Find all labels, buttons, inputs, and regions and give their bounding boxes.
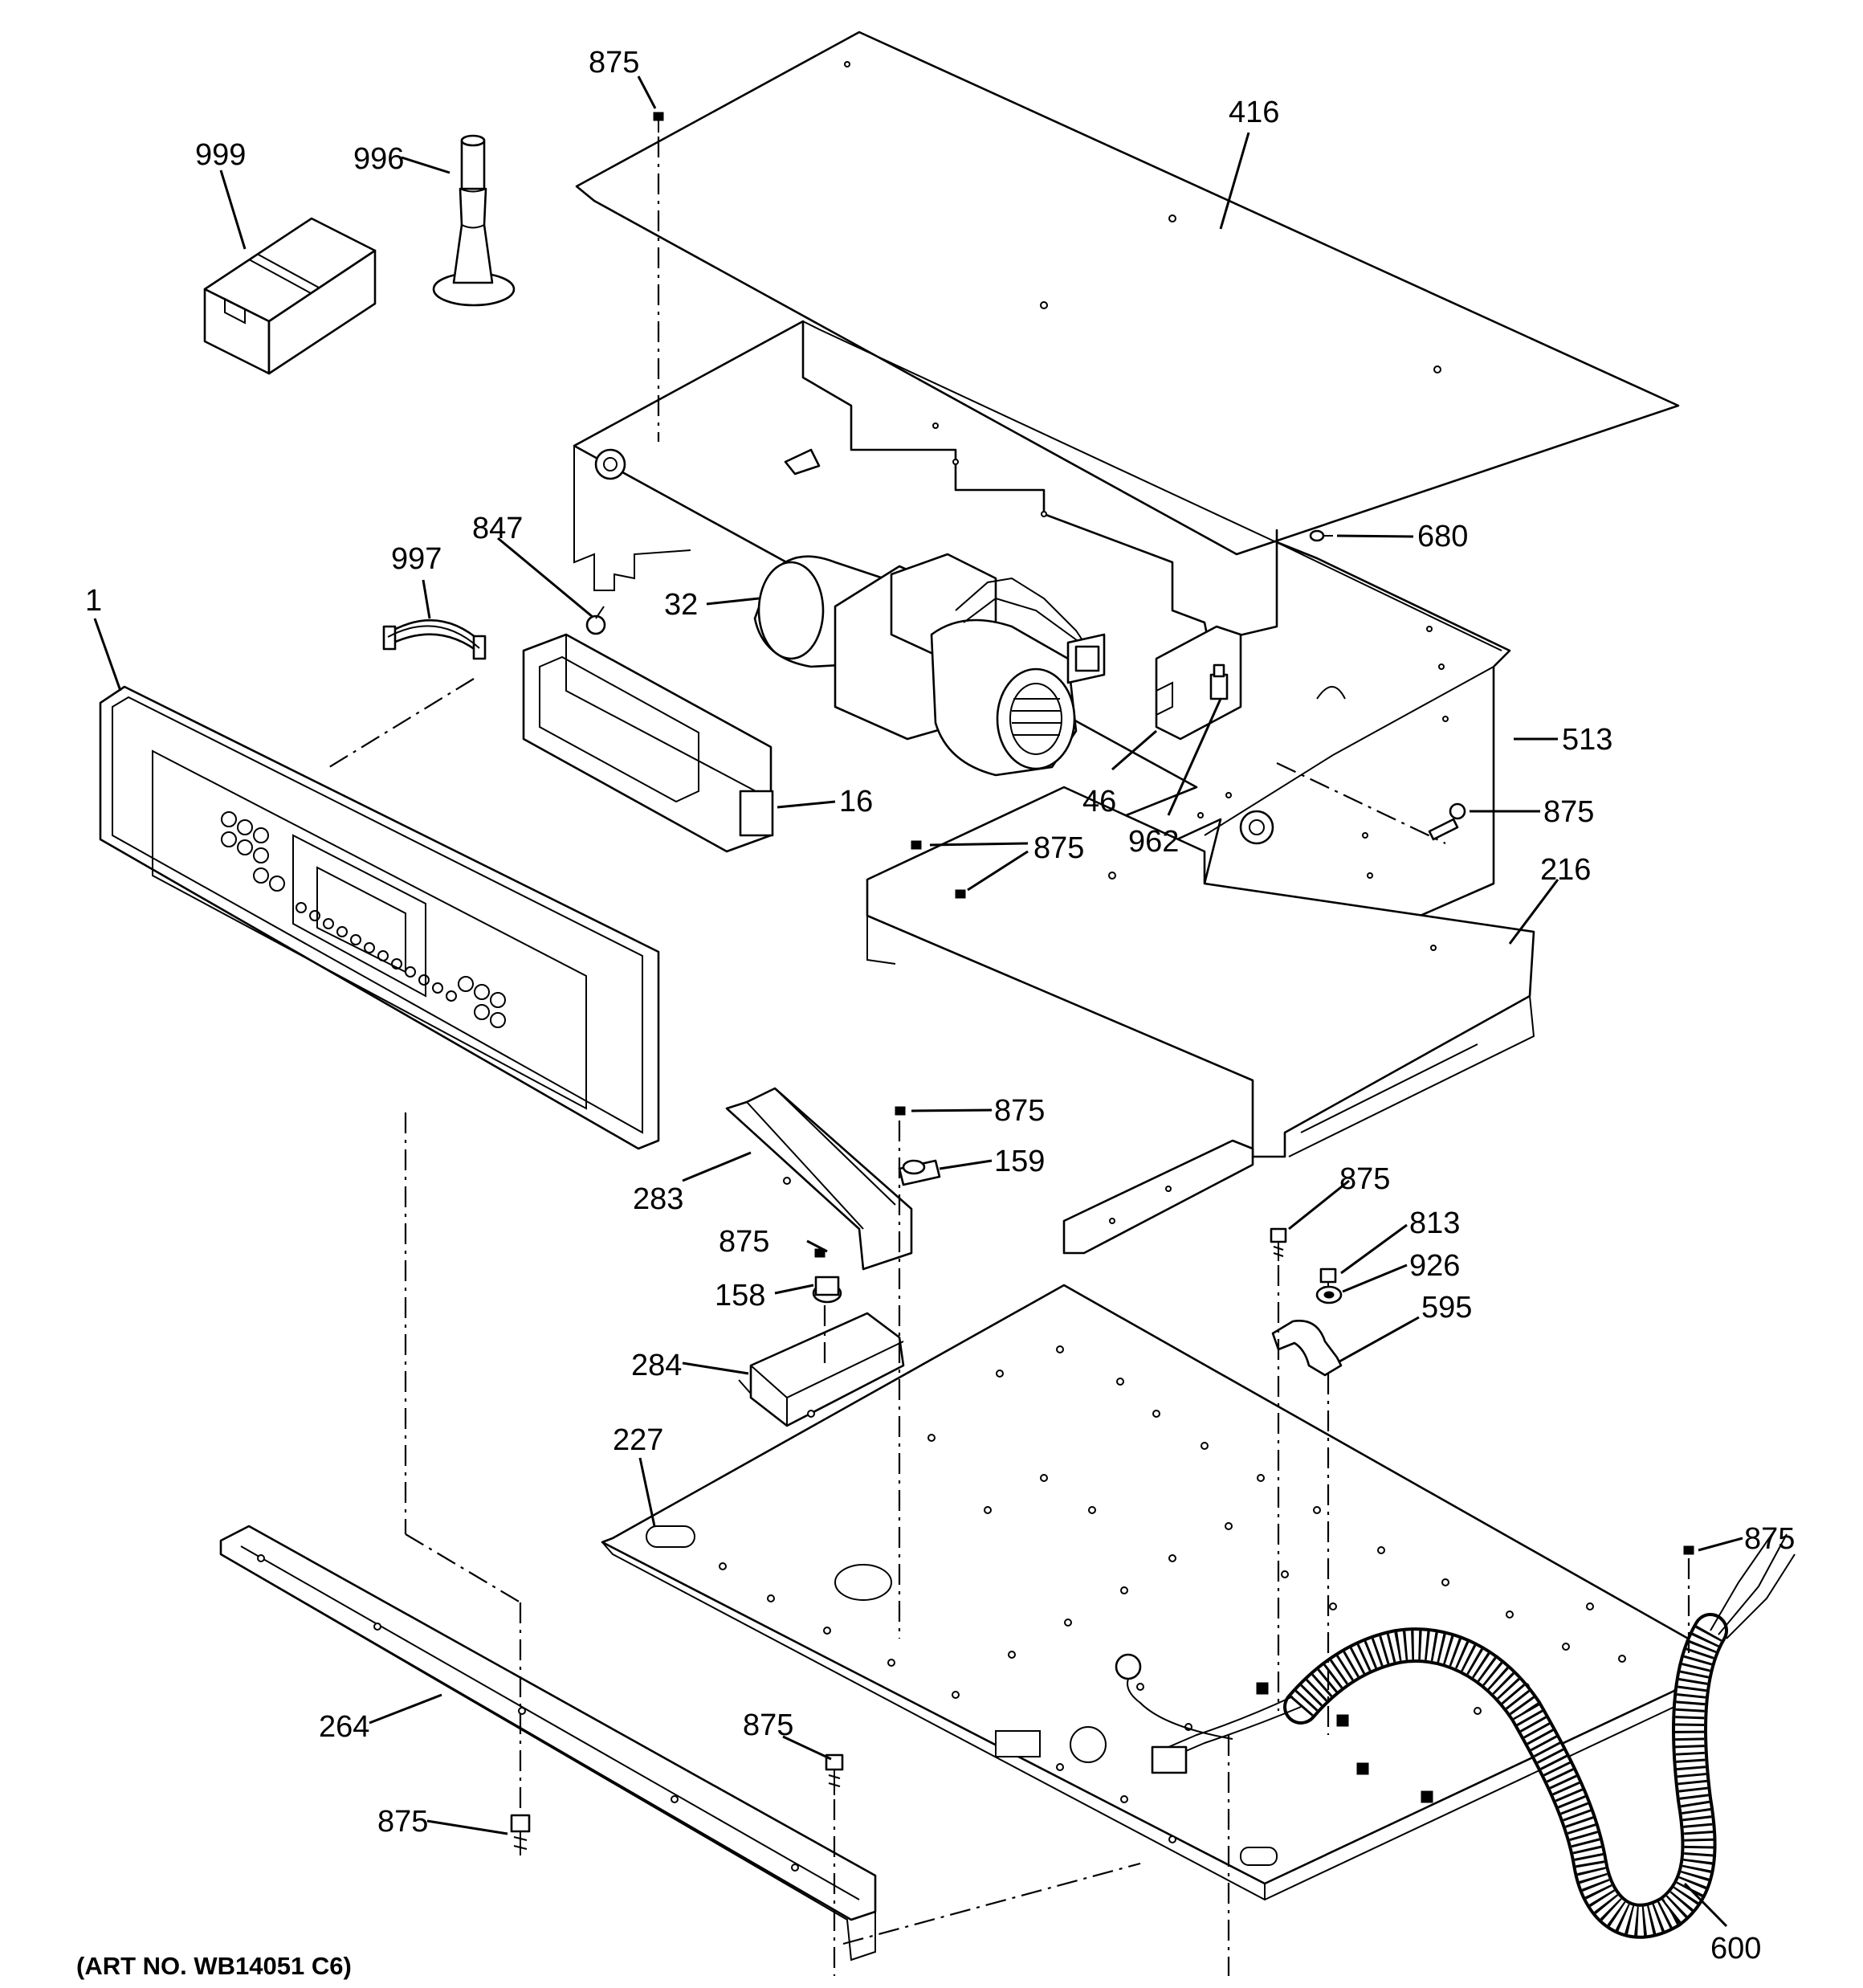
callout-875-top: 875: [589, 46, 639, 80]
callout-158: 158: [715, 1279, 765, 1312]
cooling-fan: [753, 553, 1106, 777]
mounting-rail: [219, 1525, 877, 1961]
screw-875-therm: [895, 1106, 906, 1116]
board-standoff: [1209, 663, 1229, 700]
callout-875-lower: 875: [719, 1225, 769, 1259]
callout-283: 283: [633, 1182, 683, 1216]
callout-32: 32: [664, 588, 698, 622]
callout-996: 996: [353, 142, 404, 176]
anti-tip-bracket: [432, 134, 516, 307]
conduit-clamp: [1271, 1319, 1343, 1377]
callout-600: 600: [1710, 1932, 1761, 1966]
thermal-switch-159: [898, 1159, 941, 1186]
callout-16: 16: [839, 785, 873, 818]
callout-513: 513: [1562, 723, 1612, 757]
bracket-283: [725, 1087, 913, 1271]
callout-997: 997: [391, 542, 442, 576]
callout-680: 680: [1417, 520, 1468, 553]
callout-264: 264: [319, 1710, 369, 1744]
callout-962: 962: [1128, 825, 1179, 859]
callout-875-bottom: 875: [377, 1805, 428, 1839]
control-panel: [99, 685, 660, 1150]
art-number: (ART NO. WB14051 C6): [76, 1952, 352, 1980]
screw-875-mid-a: [911, 840, 922, 850]
screw-875-right: [1449, 802, 1466, 820]
nut-926: [1315, 1285, 1343, 1304]
control-board: [522, 606, 774, 853]
screw-680: [1309, 529, 1333, 542]
callout-926: 926: [1409, 1249, 1460, 1283]
screw-875-bottom: [510, 1814, 531, 1855]
callout-847: 847: [472, 512, 523, 545]
callout-labels: 999 996 875 416 680 997 847 1 32 513 16 …: [85, 46, 1795, 1966]
leader-lines: [93, 76, 1743, 1928]
screw-875-mid-b: [955, 889, 966, 899]
callout-216: 216: [1540, 853, 1591, 887]
bracket-284: [738, 1312, 905, 1427]
callout-999: 999: [195, 138, 246, 172]
callout-875-clamp: 875: [1339, 1162, 1390, 1196]
callout-875-far: 875: [1744, 1522, 1795, 1556]
callout-227: 227: [613, 1423, 663, 1457]
screw-875-top: [653, 112, 664, 133]
thermal-switch-158: [812, 1276, 842, 1304]
callout-875-mid: 875: [1033, 831, 1084, 865]
screw-875-clamp: [1270, 1227, 1287, 1261]
callout-813: 813: [1409, 1206, 1460, 1240]
callout-416: 416: [1229, 96, 1279, 129]
packaging-box: [203, 217, 377, 375]
callout-1: 1: [85, 584, 102, 618]
front-trim-channel: [866, 786, 1535, 1255]
screw-875-far: [1683, 1545, 1694, 1555]
relay-board: [1155, 625, 1242, 741]
top-cover: [575, 31, 1680, 556]
callout-159: 159: [994, 1145, 1045, 1178]
ribbon-harness: [382, 618, 487, 660]
callout-875-rail: 875: [743, 1708, 793, 1742]
alignment-lines: [328, 137, 1690, 1976]
callout-595: 595: [1421, 1291, 1472, 1325]
power-cord-conduit: [1115, 1529, 1796, 1939]
callout-284: 284: [631, 1349, 682, 1382]
callout-46: 46: [1082, 785, 1116, 818]
callout-875-therm: 875: [994, 1094, 1045, 1128]
callout-875-right: 875: [1543, 795, 1594, 829]
screw-875-rail: [825, 1753, 844, 1795]
